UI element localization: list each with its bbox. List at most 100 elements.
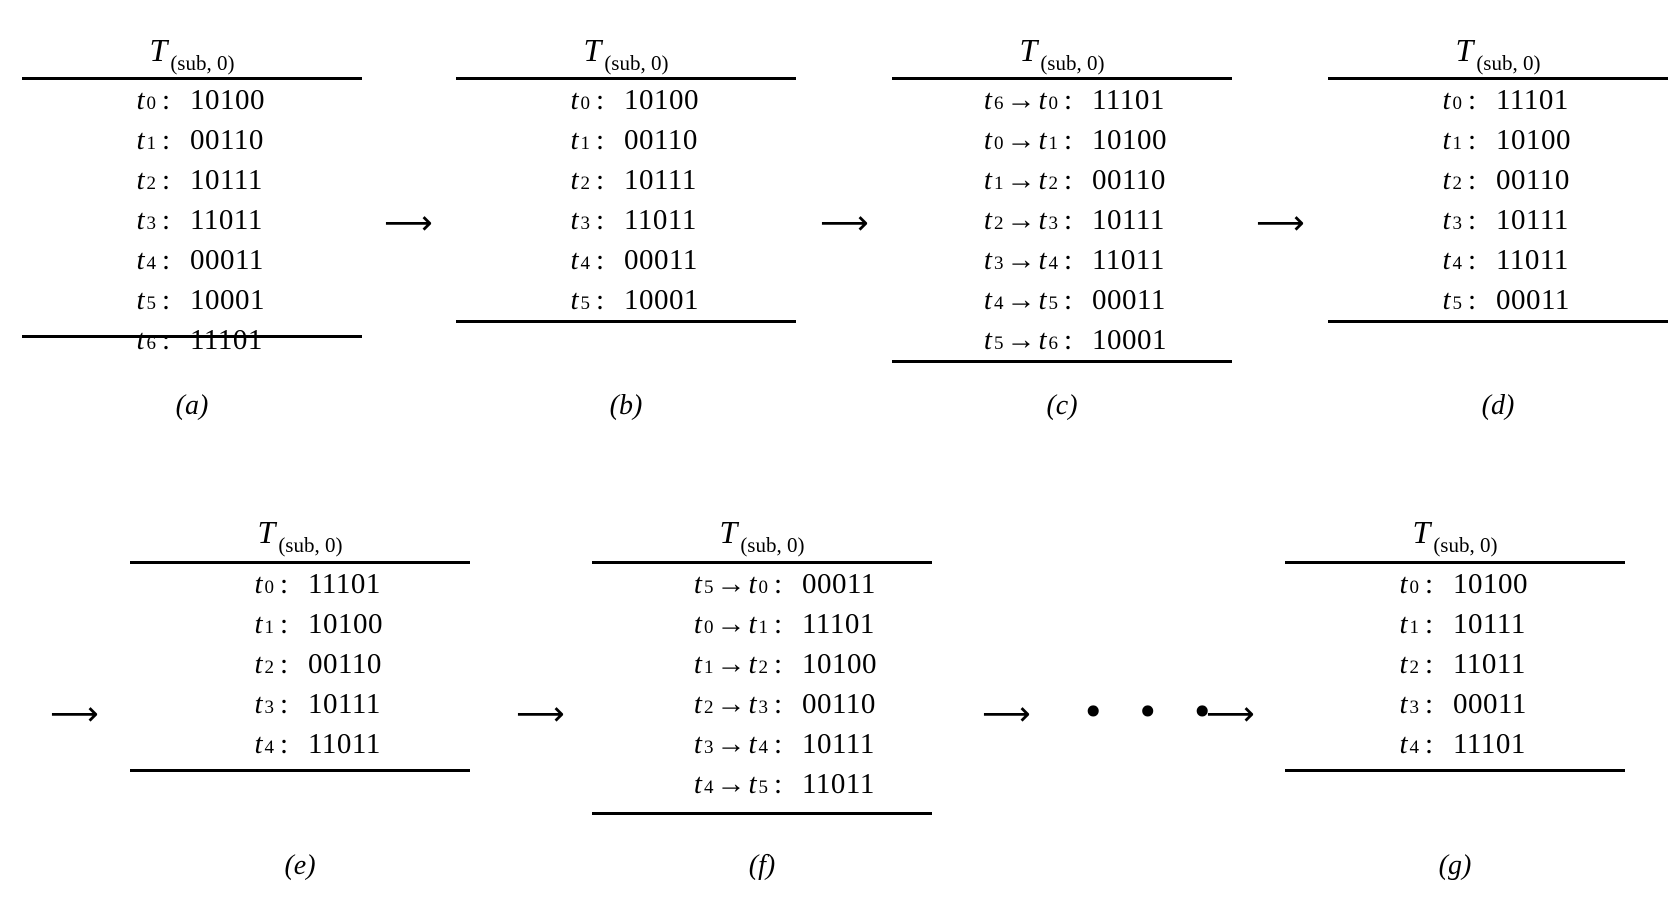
tuple-index: 5 <box>703 576 714 598</box>
row-colon: : <box>774 607 783 640</box>
tuple-var: t <box>748 727 757 760</box>
transfer-arrow-icon: → <box>1006 243 1036 276</box>
row-value: 10100 <box>308 607 383 640</box>
panel-b-top-rule <box>456 77 796 80</box>
panel-d-top-rule <box>1328 77 1668 80</box>
tuple-index: 5 <box>580 292 591 314</box>
tuple-var: t <box>1399 727 1408 760</box>
row-colon: : <box>1425 567 1434 600</box>
row-colon: : <box>596 283 605 316</box>
transfer-arrow-icon: → <box>1006 83 1036 116</box>
tuple-index: 0 <box>1452 92 1463 114</box>
tuple-var: t <box>1038 323 1047 356</box>
tuple-index: 3 <box>758 696 769 718</box>
row-value: 00110 <box>1092 163 1166 196</box>
tuple-var: t <box>693 727 702 760</box>
panel-a-caption: (a) <box>175 390 209 421</box>
tuple-index: 1 <box>1409 616 1420 638</box>
tuple-var: t <box>570 163 579 196</box>
panel-f-caption: (f) <box>748 850 776 881</box>
tuple-var: t <box>570 203 579 236</box>
tuple-index: 2 <box>993 212 1004 234</box>
row-value: 10111 <box>308 687 381 720</box>
tuple-index: 3 <box>146 212 157 234</box>
tuple-var: t <box>983 203 992 236</box>
tuple-index: 0 <box>1409 576 1420 598</box>
tuple-index: 0 <box>1048 92 1059 114</box>
row-colon: : <box>1064 283 1073 316</box>
transfer-arrow-icon: → <box>716 727 746 760</box>
row-colon: : <box>162 243 171 276</box>
tuple-index: 1 <box>703 656 714 678</box>
row-colon: : <box>774 647 783 680</box>
tuple-index: 6 <box>146 332 157 354</box>
tuple-var: t <box>136 243 145 276</box>
row-colon: : <box>1064 323 1073 356</box>
tuple-var: t <box>1399 687 1408 720</box>
tuple-var: t <box>1442 203 1451 236</box>
step-arrow-a-b: ⟶ <box>384 203 433 243</box>
tuple-index: 5 <box>146 292 157 314</box>
panel-e-title-main: T <box>257 514 276 550</box>
transfer-arrow-icon: → <box>1006 123 1036 156</box>
tuple-var: t <box>983 123 992 156</box>
panel-c-caption: (c) <box>1046 390 1078 421</box>
tuple-index: 2 <box>146 172 157 194</box>
panel-a-title-main: T <box>149 32 168 68</box>
tuple-index: 5 <box>1048 292 1059 314</box>
tuple-var: t <box>693 767 702 800</box>
row-colon: : <box>1064 83 1073 116</box>
row-value: 11011 <box>1092 243 1165 276</box>
row-value: 00011 <box>802 567 876 600</box>
tuple-index: 2 <box>580 172 591 194</box>
tuple-var: t <box>1038 283 1047 316</box>
row-value: 00110 <box>802 687 876 720</box>
tuple-var: t <box>254 727 263 760</box>
panel-g-title-sub: (sub, 0) <box>1433 533 1498 557</box>
row-colon: : <box>280 687 289 720</box>
transfer-arrow-icon: → <box>716 567 746 600</box>
tuple-var: t <box>136 283 145 316</box>
tuple-index: 5 <box>1452 292 1463 314</box>
row-value: 10111 <box>1496 203 1569 236</box>
row-value: 10100 <box>624 83 699 116</box>
